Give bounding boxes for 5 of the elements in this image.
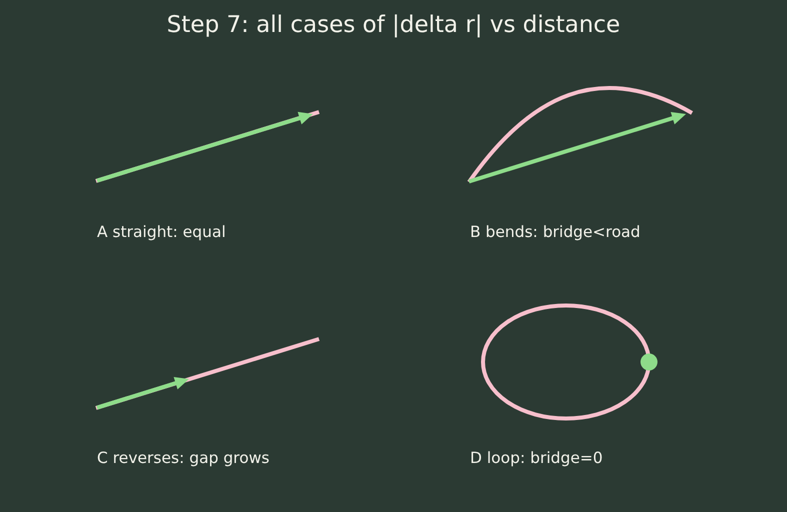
- caption: C reverses: gap grows: [97, 449, 270, 467]
- caption: A straight: equal: [97, 223, 226, 241]
- title: Step 7: all cases of |delta r| vs distance: [166, 11, 622, 39]
- caption: B bends: bridge<road: [470, 223, 640, 241]
- caption: D loop: bridge=0: [470, 449, 603, 467]
